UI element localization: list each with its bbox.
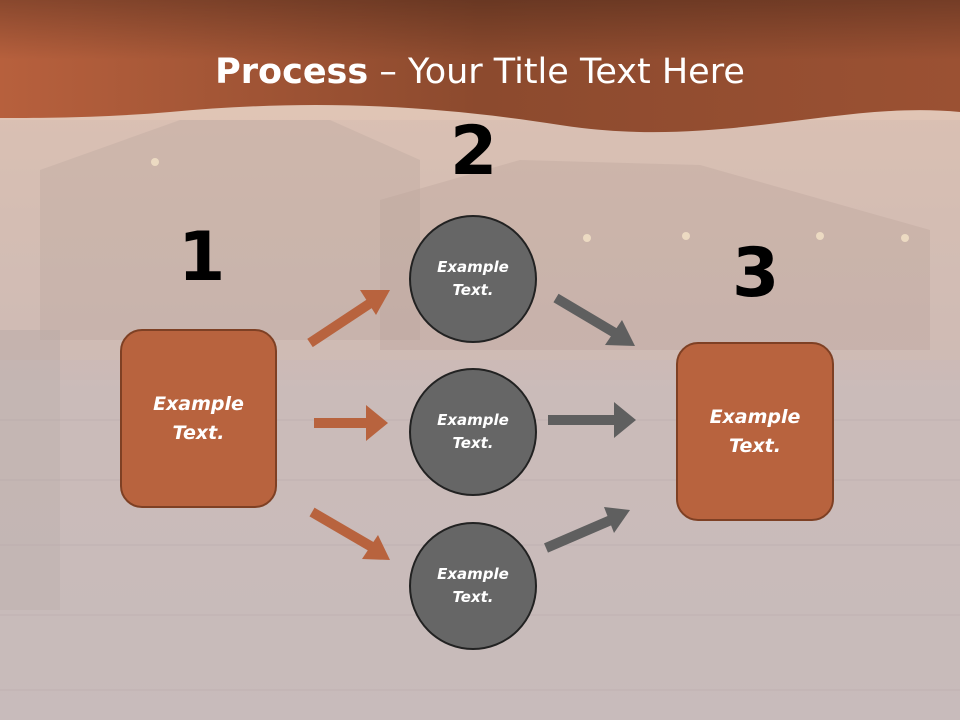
step-number-2: 2 [450, 112, 498, 191]
step-1-box: Example Text. [120, 329, 277, 508]
circle-middle-text: Example Text. [437, 411, 509, 452]
step-3-box: Example Text. [676, 342, 834, 521]
circle-bottom-text: Example Text. [437, 565, 509, 606]
step-1-box-text: Example Text. [153, 392, 244, 444]
header-band [0, 0, 960, 133]
step-2-circle-top: Example Text. [409, 215, 537, 343]
step-2-circle-middle: Example Text. [409, 368, 537, 496]
title-rest: – Your Title Text Here [368, 52, 745, 92]
title-bold: Process [215, 52, 369, 92]
step-3-box-text: Example Text. [709, 405, 801, 457]
slide-title: Process – Your Title Text Here [0, 52, 960, 92]
step-2-circle-bottom: Example Text. [409, 522, 537, 650]
step-number-3: 3 [732, 234, 780, 313]
circle-top-text: Example Text. [437, 258, 509, 299]
step-number-1: 1 [178, 218, 226, 297]
